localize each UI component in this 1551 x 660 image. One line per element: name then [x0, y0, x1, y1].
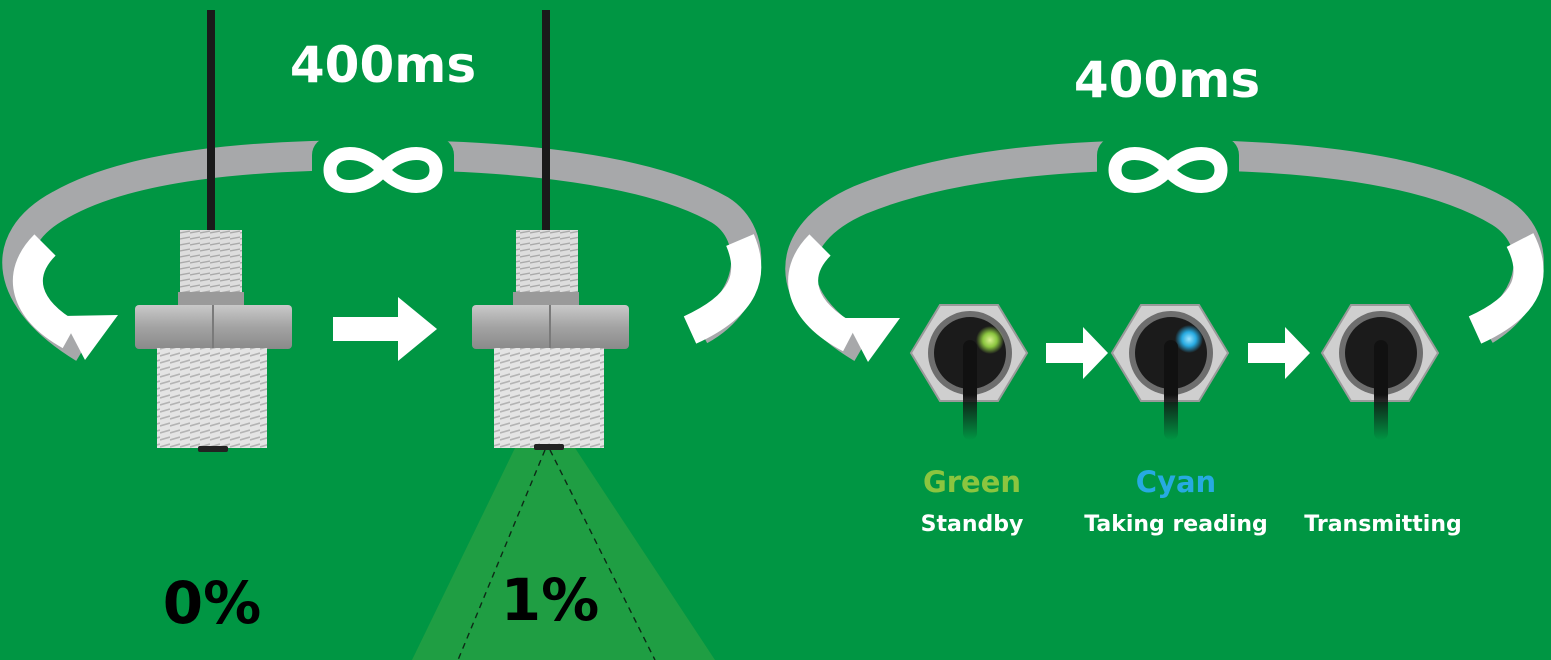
state-color-green: Green: [923, 465, 1021, 499]
nut-collar: [513, 292, 579, 308]
loop-arrow-tail-left: [788, 234, 858, 352]
green-led-icon: [976, 326, 1004, 354]
lower-thread: [494, 348, 604, 448]
loop-arrow-tail-right: [683, 234, 762, 344]
infinity-icon: [1097, 137, 1239, 203]
right-arrow-icon: [333, 297, 437, 361]
loop-arrow-head: [845, 318, 900, 362]
sensor-tip: [534, 444, 564, 450]
sensor-face-taking-reading: [1110, 304, 1230, 440]
interval-label: 400ms: [1074, 51, 1260, 109]
right-panel: 400ms Green Standby Cyan Taking reading …: [785, 51, 1544, 537]
left-panel: 400ms 0% 1%: [2, 10, 762, 660]
cable: [207, 10, 215, 232]
infinity-icon: [312, 137, 454, 203]
state-color-cyan: Cyan: [1136, 465, 1216, 499]
lower-thread: [157, 348, 267, 448]
sensor-tip: [198, 446, 228, 452]
reading-off-label: 0%: [163, 569, 261, 637]
sensor-2: [472, 10, 629, 450]
loop-arrow-tail-left: [12, 234, 78, 349]
state-label-transmitting: Transmitting: [1304, 512, 1462, 537]
sensor-1: [135, 10, 292, 452]
sensor-face-transmitting: [1320, 304, 1440, 440]
beam-edge-left: [457, 449, 546, 660]
state-label-taking-reading: Taking reading: [1084, 512, 1268, 537]
detection-beam: [412, 448, 715, 660]
loop-arrow-head: [62, 315, 118, 360]
sensor-face-standby: [909, 304, 1029, 440]
reading-on-label: 1%: [501, 566, 599, 634]
right-arrow-icon: [1248, 327, 1310, 379]
right-arrow-icon: [1046, 327, 1108, 379]
cyan-led-icon: [1175, 325, 1203, 353]
state-label-standby: Standby: [921, 512, 1024, 537]
loop-arrow-tail-right: [1468, 233, 1544, 344]
interval-label: 400ms: [290, 36, 476, 94]
cable: [542, 10, 550, 232]
nut-collar: [178, 292, 244, 308]
